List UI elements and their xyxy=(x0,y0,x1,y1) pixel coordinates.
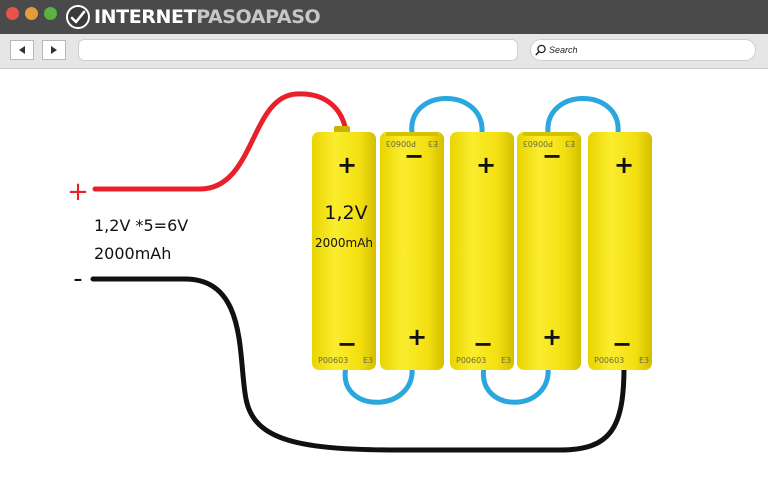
cell-2-plus: + xyxy=(407,323,427,351)
negative-terminal-label: - xyxy=(73,264,82,294)
forward-arrow-icon xyxy=(51,46,57,54)
forward-button[interactable] xyxy=(42,40,66,60)
link-wire-top-2 xyxy=(545,96,621,136)
cell-5-code: P00603 xyxy=(594,356,624,365)
cell-4-code-tail: E3 xyxy=(565,139,575,148)
logo-icon xyxy=(66,5,90,29)
cell-1-code-tail: E3 xyxy=(363,356,373,365)
search-icon xyxy=(535,44,546,56)
minimize-window-button[interactable] xyxy=(25,7,38,20)
link-wire-top-1 xyxy=(409,96,485,136)
battery-cell-4 xyxy=(517,132,581,370)
negative-wire xyxy=(90,276,627,453)
cell-5-code-tail: E3 xyxy=(639,356,649,365)
cell-1-plus: + xyxy=(337,151,357,179)
cell-3-code: P00603 xyxy=(456,356,486,365)
cell-voltage-label: 1,2V xyxy=(324,202,367,224)
link-wire-bottom-1 xyxy=(342,364,415,405)
cell-4-minus: − xyxy=(542,142,562,170)
cell-3-plus: + xyxy=(476,151,496,179)
search-placeholder: Search xyxy=(549,45,578,55)
back-button[interactable] xyxy=(10,40,34,60)
cell-capacity-label: 2000mAh xyxy=(315,236,373,250)
cell-3-minus: − xyxy=(473,330,493,358)
cell-4-code: P00603 xyxy=(523,139,553,148)
cell-5-plus: + xyxy=(614,151,634,179)
battery-cell-2 xyxy=(380,132,444,370)
close-window-button[interactable] xyxy=(6,7,19,20)
battery-circuit-diagram: + − − + + − − + + − 1,2V 2000mAh P00603 … xyxy=(67,91,652,453)
positive-wire xyxy=(92,91,349,192)
address-bar[interactable] xyxy=(78,39,518,61)
back-arrow-icon xyxy=(19,46,25,54)
spec-capacity-label: 2000mAh xyxy=(94,244,171,263)
cell-2-code-tail: E3 xyxy=(428,139,438,148)
battery-cell-3 xyxy=(450,132,514,370)
cell-1-minus: − xyxy=(337,330,357,358)
battery-cell-5 xyxy=(588,132,652,370)
logo-text-secondary: PASOAPASO xyxy=(196,5,321,28)
maximize-window-button[interactable] xyxy=(44,7,57,20)
page-content: + − − + + − − + + − 1,2V 2000mAh P00603 … xyxy=(0,69,768,480)
cell-5-minus: − xyxy=(612,330,632,358)
positive-terminal-label: + xyxy=(67,177,89,207)
cell-1-code: P00603 xyxy=(318,356,348,365)
cell-4-plus: + xyxy=(542,323,562,351)
cell-3-code-tail: E3 xyxy=(501,356,511,365)
browser-toolbar: Search xyxy=(0,34,768,69)
search-box[interactable]: Search xyxy=(530,39,756,61)
cell-2-code: P00603 xyxy=(386,139,416,148)
cell-2-minus: − xyxy=(404,142,424,170)
logo-text-primary: INTERNET xyxy=(94,5,197,28)
spec-voltage-label: 1,2V *5=6V xyxy=(94,216,188,235)
link-wire-bottom-2 xyxy=(481,364,551,405)
battery-cell-1 xyxy=(312,126,376,370)
